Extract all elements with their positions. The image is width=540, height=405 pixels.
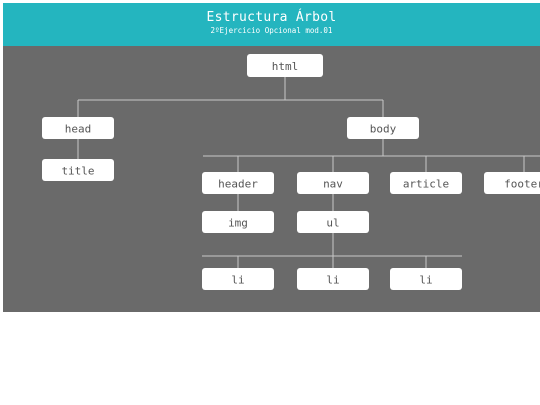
node-title: title [42, 159, 114, 181]
node-box [484, 172, 540, 194]
page-subtitle: 2ºEjercicio Opcional mod.01 [210, 26, 333, 35]
node-footer: footer [484, 172, 540, 194]
node-label: li [231, 274, 244, 287]
node-box [202, 268, 274, 290]
node-article: article [390, 172, 462, 194]
node-box [42, 159, 114, 181]
node-label: nav [323, 178, 343, 191]
node-box [42, 117, 114, 139]
page-title: Estructura Árbol [206, 10, 337, 25]
node-label: html [272, 60, 299, 73]
node-box [202, 211, 274, 233]
node-li1: li [202, 268, 274, 290]
node-box [297, 268, 369, 290]
node-header: header [202, 172, 274, 194]
tree-diagram: html head body title header nav article footer i… [42, 54, 540, 290]
node-label: body [370, 123, 397, 136]
diagram-canvas: html head body title header nav article footer i… [3, 3, 540, 312]
node-label: ul [326, 217, 339, 230]
node-body: body [347, 117, 419, 139]
header-bar: Estructura Árbol 2ºEjercicio Opcional mo… [3, 3, 540, 46]
node-label: head [65, 123, 92, 136]
node-box [297, 211, 369, 233]
node-ul: ul [297, 211, 369, 233]
node-box [347, 117, 419, 139]
edges-layer [77, 77, 540, 268]
nodes-layer: html head body title header nav article footer i… [42, 54, 540, 290]
node-li3: li [390, 268, 462, 290]
node-box [390, 172, 462, 194]
node-box [390, 268, 462, 290]
node-head: head [42, 117, 114, 139]
node-img: img [202, 211, 274, 233]
node-label: li [326, 274, 339, 287]
node-label: title [61, 165, 94, 178]
node-label: header [218, 178, 258, 191]
node-label: article [403, 178, 449, 191]
node-box [297, 172, 369, 194]
node-li2: li [297, 268, 369, 290]
node-label: li [419, 274, 432, 287]
node-nav: nav [297, 172, 369, 194]
node-html: html [247, 54, 323, 77]
node-label: footer [504, 178, 540, 191]
node-label: img [228, 217, 248, 230]
node-box [202, 172, 274, 194]
node-box [247, 54, 323, 77]
